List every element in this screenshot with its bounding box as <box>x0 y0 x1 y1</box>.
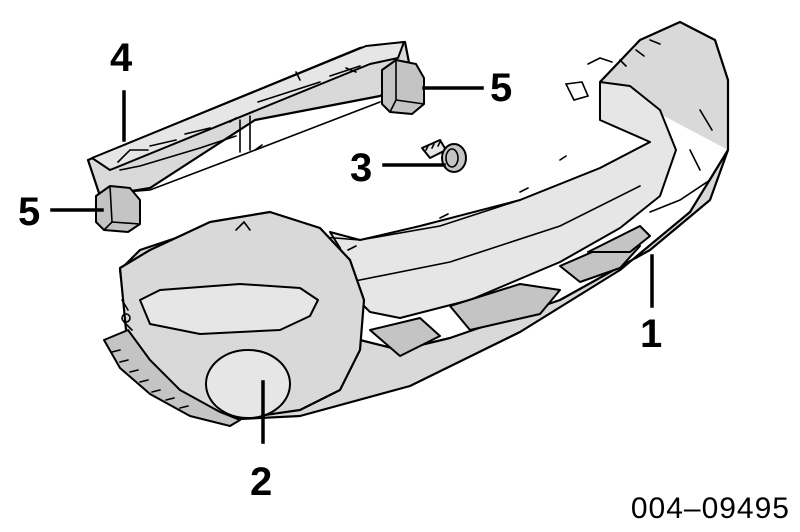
callout-label-5-upper: 5 <box>490 66 513 110</box>
bumper-isolator-upper <box>381 59 425 115</box>
callout-label-3: 3 <box>350 146 373 190</box>
callout-label-5-lower: 5 <box>18 190 41 234</box>
bumper-isolator-lower <box>95 185 141 233</box>
callout-label-1: 1 <box>640 312 663 356</box>
fascia-end-cap <box>103 210 366 427</box>
push-pin-retainer <box>421 139 467 173</box>
callout-label-2: 2 <box>250 460 273 504</box>
bumper-reinforcement-beam <box>86 40 414 198</box>
callout-leaders <box>50 86 654 444</box>
diagram-reference-code: 004–09495 <box>630 492 790 525</box>
callout-label-4: 4 <box>110 36 133 80</box>
